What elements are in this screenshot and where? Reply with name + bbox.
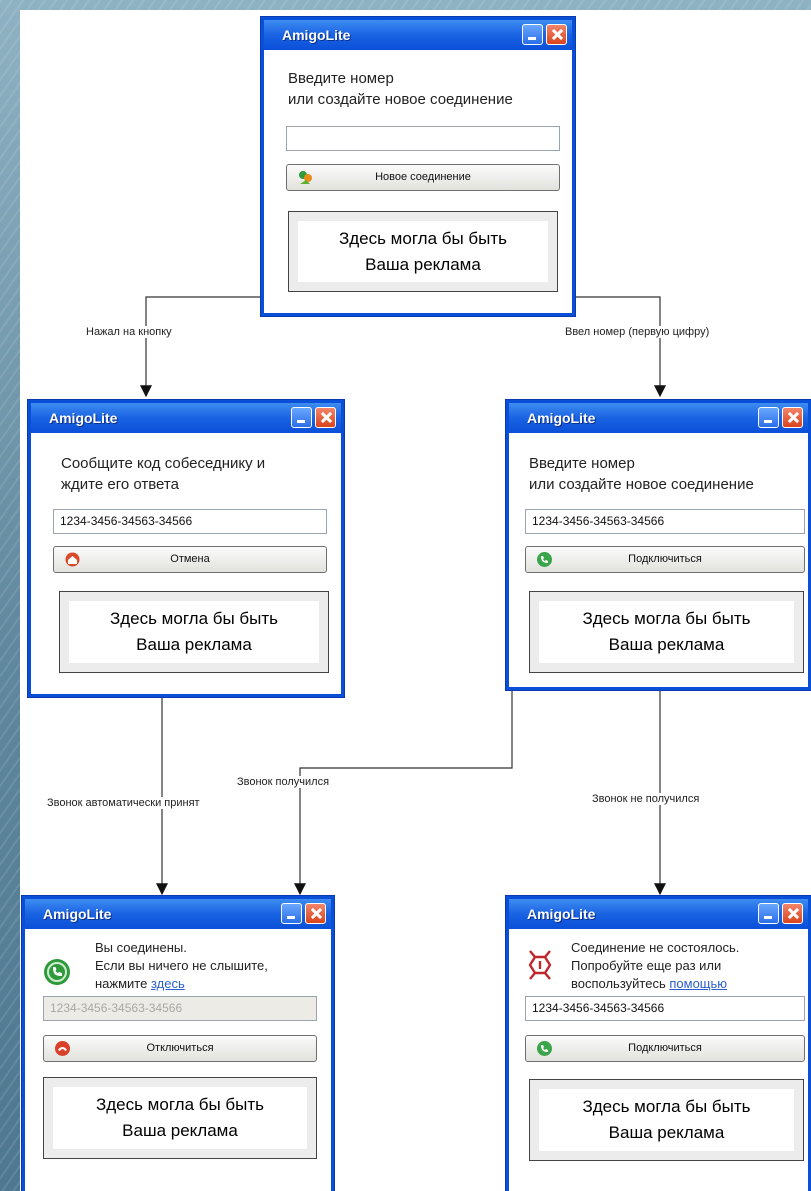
window-left-bottom: AmigoLite Вы соединены. Если вы ничего н…	[22, 896, 334, 1191]
message-text: Соединение не состоялось. Попробуйте еще…	[571, 939, 739, 993]
ad-text: Здесь могла бы быть Ваша реклама	[298, 221, 548, 282]
button-label: Отмена	[170, 553, 210, 565]
ad-line: Ваша реклама	[608, 635, 725, 654]
close-button[interactable]	[782, 407, 803, 428]
disconnect-icon	[55, 1041, 70, 1056]
message-line: Введите номер	[288, 70, 394, 87]
connect-button[interactable]: Подключиться	[525, 546, 805, 573]
edge-label-call-failed: Звонок не получился	[590, 793, 702, 805]
minimize-button[interactable]	[522, 24, 543, 45]
number-input[interactable]: 1234-3456-34563-34566	[525, 509, 805, 534]
message-line: Вы соединены.	[95, 940, 187, 955]
title-bar: AmigoLite	[25, 899, 331, 929]
window-left-middle: AmigoLite Сообщите код собеседнику и жди…	[28, 400, 344, 697]
message-line: или создайте новое соединение	[529, 476, 754, 493]
ad-line: Здесь могла бы быть	[95, 1095, 265, 1114]
edge-label-auto-accepted: Звонок автоматически принят	[45, 797, 202, 809]
message-line: Введите номер	[529, 455, 635, 472]
message-text: Вы соединены. Если вы ничего не слышите,…	[95, 939, 268, 993]
ad-line: Здесь могла бы быть	[582, 1097, 751, 1116]
disconnect-button[interactable]: Отключиться	[43, 1035, 317, 1062]
edge-right-to-bottomleft	[294, 690, 513, 896]
title-bar: AmigoLite	[264, 20, 572, 50]
ad-line: Ваша реклама	[136, 635, 252, 654]
help-link[interactable]: помощью	[669, 976, 728, 991]
title-bar: AmigoLite	[509, 403, 808, 433]
ad-line: Здесь могла бы быть	[582, 609, 751, 628]
ad-line: Здесь могла бы быть	[338, 228, 508, 248]
button-label: Подключиться	[628, 1042, 702, 1054]
message-text: Сообщите код собеседнику и ждите его отв…	[61, 453, 265, 495]
ad-line: Ваша реклама	[122, 1121, 238, 1140]
number-input[interactable]	[286, 126, 560, 151]
connect-phone-icon	[537, 1041, 552, 1056]
edge-label-call-succeeded: Звонок получился	[235, 776, 332, 788]
edge-label-pressed-button: Нажал на кнопку	[84, 326, 174, 338]
minimize-button[interactable]	[281, 903, 302, 924]
close-button[interactable]	[305, 903, 326, 924]
message-text: Введите номер или создайте новое соедине…	[288, 68, 513, 110]
message-line: ждите его ответа	[61, 476, 179, 493]
ad-banner: Здесь могла бы быть Ваша реклама	[529, 591, 804, 673]
ad-text: Здесь могла бы быть Ваша реклама	[539, 1089, 794, 1151]
message-line: Сообщите код собеседнику и	[61, 455, 266, 472]
connected-icon	[44, 959, 70, 985]
button-label: Подключиться	[628, 553, 702, 565]
ad-text: Здесь могла бы быть Ваша реклама	[69, 601, 319, 663]
ad-banner: Здесь могла бы быть Ваша реклама	[59, 591, 329, 673]
code-input-disabled: 1234-3456-34563-34566	[43, 996, 317, 1021]
message-prefix: воспользуйтесь	[571, 976, 666, 991]
cancel-button[interactable]: Отмена	[53, 546, 327, 573]
code-input[interactable]: 1234-3456-34563-34566	[53, 509, 327, 534]
connect-phone-icon	[537, 552, 552, 567]
window-title: AmigoLite	[527, 906, 596, 922]
ad-line: Здесь могла бы быть	[109, 609, 279, 628]
title-bar: AmigoLite	[31, 403, 341, 433]
button-label: Отключиться	[146, 1042, 214, 1054]
ad-banner: Здесь могла бы быть Ваша реклама	[288, 211, 558, 292]
minimize-button[interactable]	[758, 407, 779, 428]
new-connection-icon	[299, 171, 312, 184]
message-line: Если вы ничего не слышите,	[95, 958, 268, 973]
button-label: Новое соединение	[375, 171, 471, 183]
ad-line: Ваша реклама	[608, 1123, 725, 1142]
connection-failed-icon	[528, 950, 552, 980]
window-title: AmigoLite	[43, 906, 112, 922]
ad-line: Ваша реклама	[365, 254, 481, 274]
message-line: нажмите здесь	[95, 975, 268, 993]
close-button[interactable]	[782, 903, 803, 924]
window-title: AmigoLite	[527, 410, 596, 426]
new-connection-button[interactable]: Новое соединение	[286, 164, 560, 191]
window-right-middle: AmigoLite Введите номер или создайте нов…	[506, 400, 811, 690]
ad-banner: Здесь могла бы быть Ваша реклама	[43, 1077, 317, 1159]
edge-label-entered-number: Ввел номер (первую цифру)	[563, 326, 712, 338]
minimize-button[interactable]	[758, 903, 779, 924]
cancel-call-icon	[65, 552, 80, 567]
message-line: Попробуйте еще раз или	[571, 958, 722, 973]
message-line: воспользуйтесь помощью	[571, 975, 739, 993]
connect-button[interactable]: Подключиться	[525, 1035, 805, 1062]
close-button[interactable]	[546, 24, 567, 45]
ad-text: Здесь могла бы быть Ваша реклама	[53, 1087, 307, 1149]
number-input[interactable]: 1234-3456-34563-34566	[525, 996, 805, 1021]
ad-banner: Здесь могла бы быть Ваша реклама	[529, 1079, 804, 1161]
ad-text: Здесь могла бы быть Ваша реклама	[539, 601, 794, 663]
help-link[interactable]: здесь	[150, 976, 185, 991]
message-line: или создайте новое соединение	[288, 91, 513, 108]
window-title: AmigoLite	[49, 410, 118, 426]
message-line: Соединение не состоялось.	[571, 940, 740, 955]
message-text: Введите номер или создайте новое соедине…	[529, 453, 754, 495]
window-right-bottom: AmigoLite Соединение не состоялось. Попр…	[506, 896, 811, 1191]
message-prefix: нажмите	[95, 976, 148, 991]
window-title: AmigoLite	[282, 27, 351, 43]
title-bar: AmigoLite	[509, 899, 808, 929]
minimize-button[interactable]	[291, 407, 312, 428]
close-button[interactable]	[315, 407, 336, 428]
window-top: AmigoLite Введите номер или создайте нов…	[261, 17, 575, 316]
